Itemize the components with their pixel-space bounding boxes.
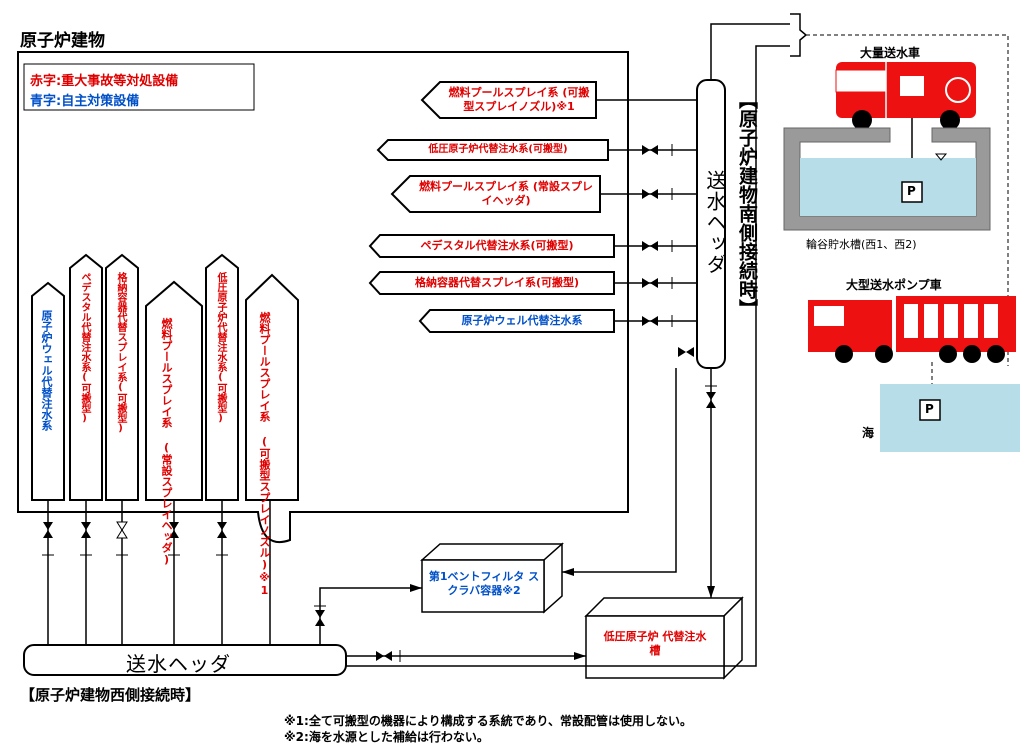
right-system-label-1: 燃料プールスプレイ系 (可搬型スプレイノズル)※1 [448,86,590,113]
low-pressure-tank-box [585,615,725,679]
note-2: ※2:海を水源とした補給は行わない。 [284,730,489,744]
bottom-system-shape-5 [205,253,239,501]
west-connection-label: 【原子炉建物西側接続時】 [20,686,201,704]
legend-blue: 青字:自主対策設備 [30,94,140,109]
sea-water [880,384,1020,452]
right-system-shape-4 [368,234,615,258]
right-system-label-6: 原子炉ウェル代替注水系 [461,314,583,327]
legend-box [23,63,255,111]
bottom-system-label-1: 原子炉ウェル代替注水系 [40,310,53,431]
pump-truck-label: 大型送水ポンプ車 [846,278,942,292]
bottom-system-shape-4 [145,280,203,501]
right-system-shape-1 [420,81,597,119]
sea-pump-symbol: P [925,402,934,416]
bottom-system-label-4: 燃料プールスプレイ系 (常設スプレイヘッダ) [160,318,173,566]
filter-vent-label: 第1ベントフィルタ スクラバ容器※2 [428,570,540,597]
bottom-system-shape-3 [105,253,139,501]
reservoir-pump-symbol: P [907,184,916,198]
bottom-system-shape-2 [69,253,103,501]
horizontal-header-shape [23,644,347,676]
reservoir-structure [783,127,991,231]
right-system-shape-2 [376,139,609,161]
right-system-shape-5 [368,271,615,295]
vertical-header-label: 送水ヘッダ [703,170,727,275]
bottom-system-label-6: 燃料プールスプレイ系 (可搬型スプレイノズル)※1 [258,312,271,597]
bottom-system-shape-6 [245,273,299,501]
bottom-system-label-3: 格納容器代替スプレイ系(可搬型) [115,272,126,434]
bottom-system-shape-1 [31,281,65,501]
sea-label: 海 [862,426,875,440]
legend-red: 赤字:重大事故等対処設備 [30,74,179,89]
right-system-shape-6 [418,309,615,333]
bottom-system-label-5: 低圧原子炉代替注水系(可搬型) [215,272,226,424]
right-system-label-3: 燃料プールスプレイ系 (常設スプレイヘッダ) [419,180,593,207]
right-system-shape-3 [390,175,601,213]
pump-truck-icon [808,296,1016,363]
reservoir-label: 輪谷貯水槽(西1、西2) [806,238,917,251]
low-pressure-tank-label: 低圧原子炉 代替注水槽 [603,630,707,657]
building-outline [17,51,629,543]
filter-vent-box [421,559,545,613]
horizontal-header-label: 送水ヘッダ [126,652,231,676]
right-system-label-5: 格納容器代替スプレイ系(可搬型) [414,276,580,289]
reservoir-water [800,158,976,216]
right-system-label-2: 低圧原子炉代替注水系(可搬型) [428,144,568,155]
south-connection-label: 【原子炉建物南側接続時】 [736,90,758,318]
note-1: ※1:全て可搬型の機器により構成する系統であり、常設配管は使用しない。 [284,714,692,728]
fire-truck-icon [835,62,976,130]
fire-truck-label: 大量送水車 [860,46,921,60]
bottom-system-label-2: ペデスタル代替注水系(可搬型) [79,272,90,424]
building-title: 原子炉建物 [20,31,105,51]
right-system-label-4: ペデスタル代替注水系(可搬型) [420,239,574,252]
